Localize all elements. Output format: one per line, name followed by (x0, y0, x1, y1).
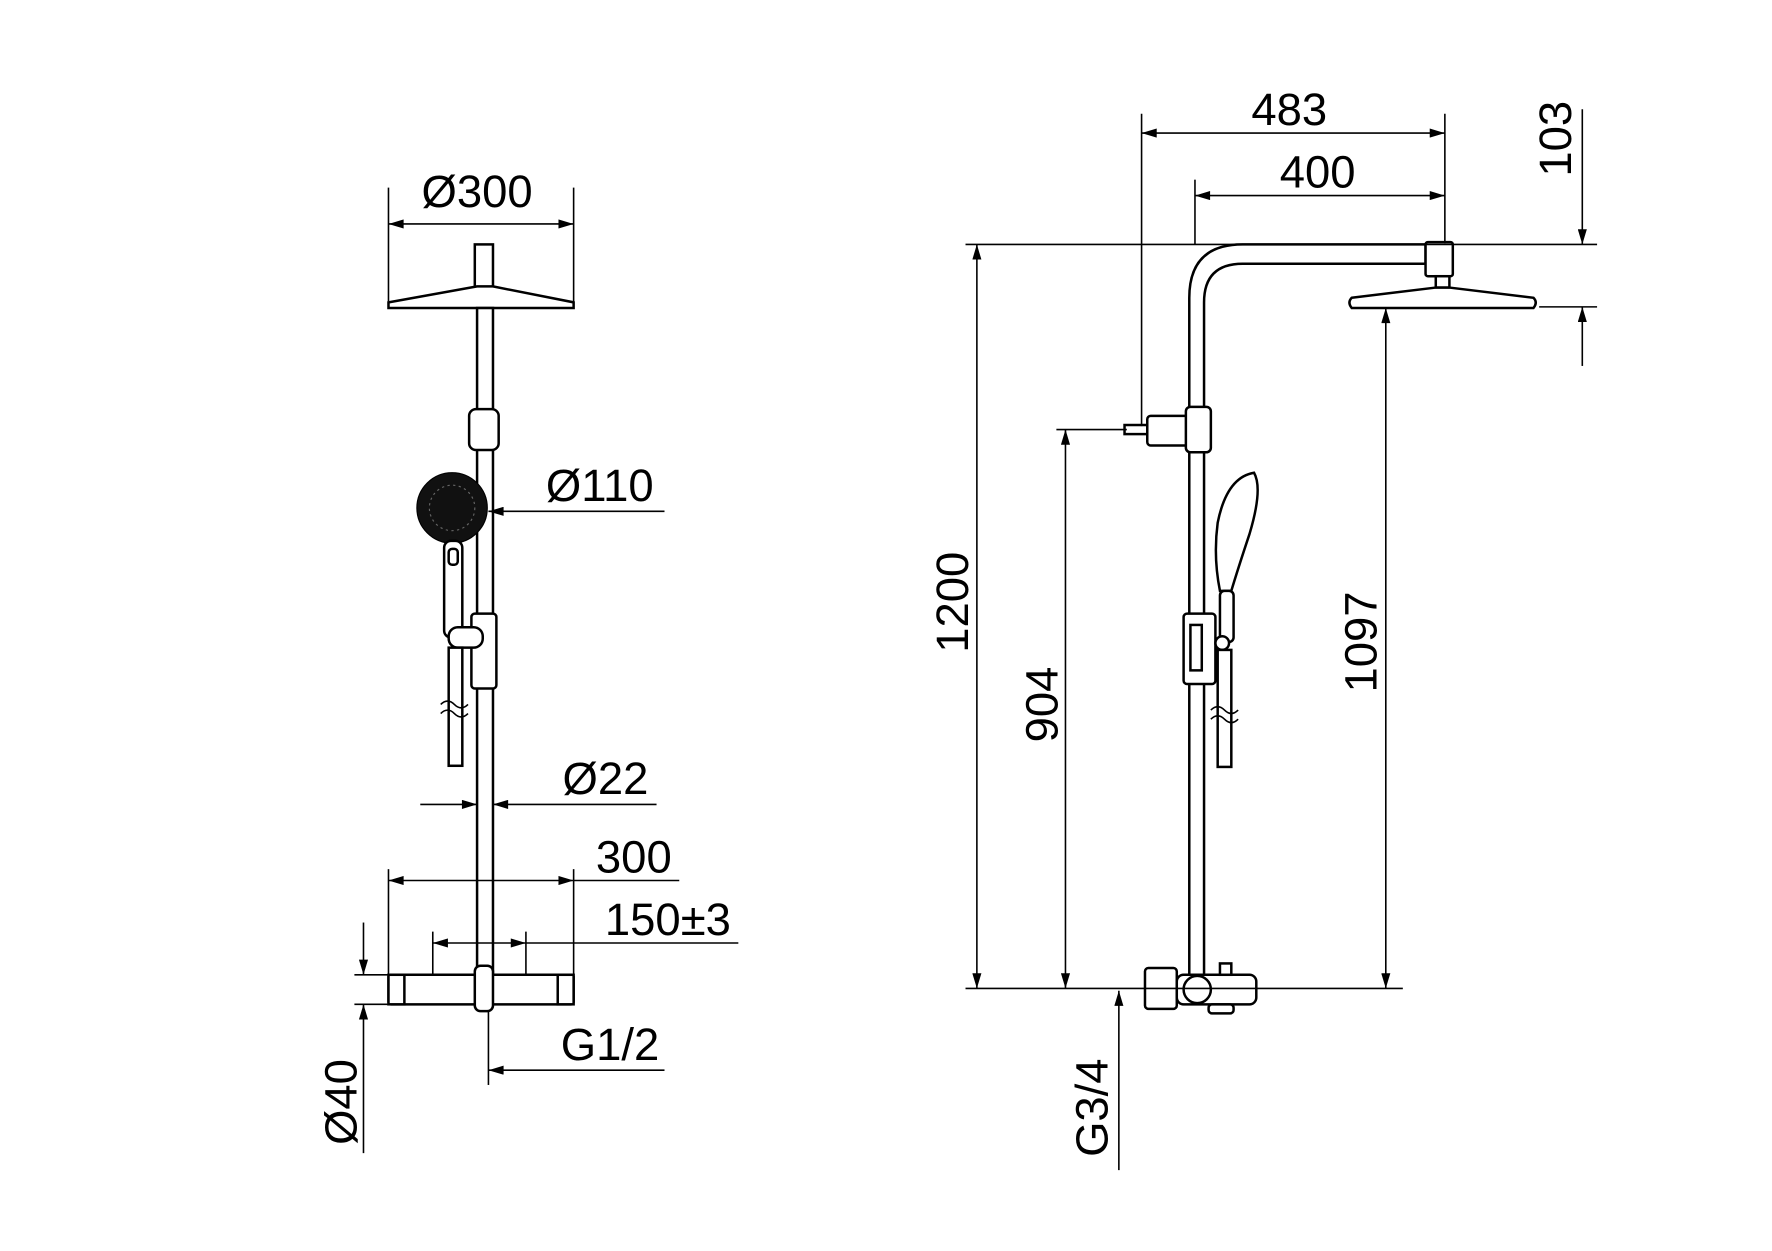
dim-label-mixer-width: 300 (596, 832, 672, 883)
dim-label-total-projection: 483 (1251, 84, 1327, 135)
rail-clamp-front (467, 407, 500, 452)
dim-label-head-diameter: Ø300 (422, 166, 533, 217)
dim-label-head-height: 103 (1530, 101, 1581, 177)
hose-side (1210, 648, 1239, 769)
dim-inlet-spacing: 150±3 (431, 894, 739, 975)
overhead-shower-side (1348, 286, 1537, 310)
dim-mixer-diameter: Ø40 (316, 922, 389, 1154)
dim-label-total-height: 1200 (927, 552, 978, 653)
dim-rail-diameter: Ø22 (420, 753, 657, 809)
dim-label-outlet-thread: G3/4 (1067, 1058, 1118, 1156)
dim-label-arm-projection: 400 (1280, 147, 1356, 198)
hand-shower-holder-side (1182, 612, 1231, 686)
dim-label-wall-bracket-height: 904 (1017, 667, 1068, 743)
dim-label-head-clearance: 1097 (1336, 591, 1387, 692)
dim-head-clearance: 1097 (1336, 308, 1391, 989)
hose-front (440, 646, 469, 768)
side-view: 483 400 103 1200 904 1097 (927, 84, 1598, 1171)
dim-mixer-width: 300 (387, 832, 680, 975)
overhead-shower-front (387, 243, 575, 310)
dim-head-height: 103 (965, 101, 1598, 366)
thermostat-mixer-front (387, 964, 575, 1013)
dim-label-hand-shower: Ø110 (546, 460, 654, 511)
front-view: Ø300 Ø110 Ø22 300 150±3 (316, 166, 739, 1154)
shower-arm-side (1188, 240, 1455, 979)
hand-shower-holder-front (470, 612, 498, 690)
dim-arm-projection: 400 (1194, 147, 1445, 245)
dim-hand-shower-diameter: Ø110 (488, 460, 665, 516)
dim-label-inlet-thread: G1/2 (561, 1019, 659, 1070)
dim-head-diameter: Ø300 (387, 166, 575, 302)
dim-wall-bracket-height: 904 (1017, 428, 1127, 989)
hand-shower-side (1214, 471, 1259, 644)
dim-total-projection: 483 (1140, 84, 1446, 427)
dim-label-mixer-diameter: Ø40 (316, 1059, 367, 1145)
dim-label-rail: Ø22 (563, 753, 649, 804)
hand-shower-front (416, 472, 488, 639)
dim-label-inlet-spacing: 150±3 (605, 894, 731, 945)
wall-bracket-side (1123, 405, 1213, 454)
dim-total-height: 1200 (927, 244, 1403, 990)
dim-outlet-thread: G3/4 (1067, 990, 1124, 1171)
holder-knob-front (447, 625, 485, 649)
dim-inlet-thread: G1/2 (487, 1011, 665, 1085)
